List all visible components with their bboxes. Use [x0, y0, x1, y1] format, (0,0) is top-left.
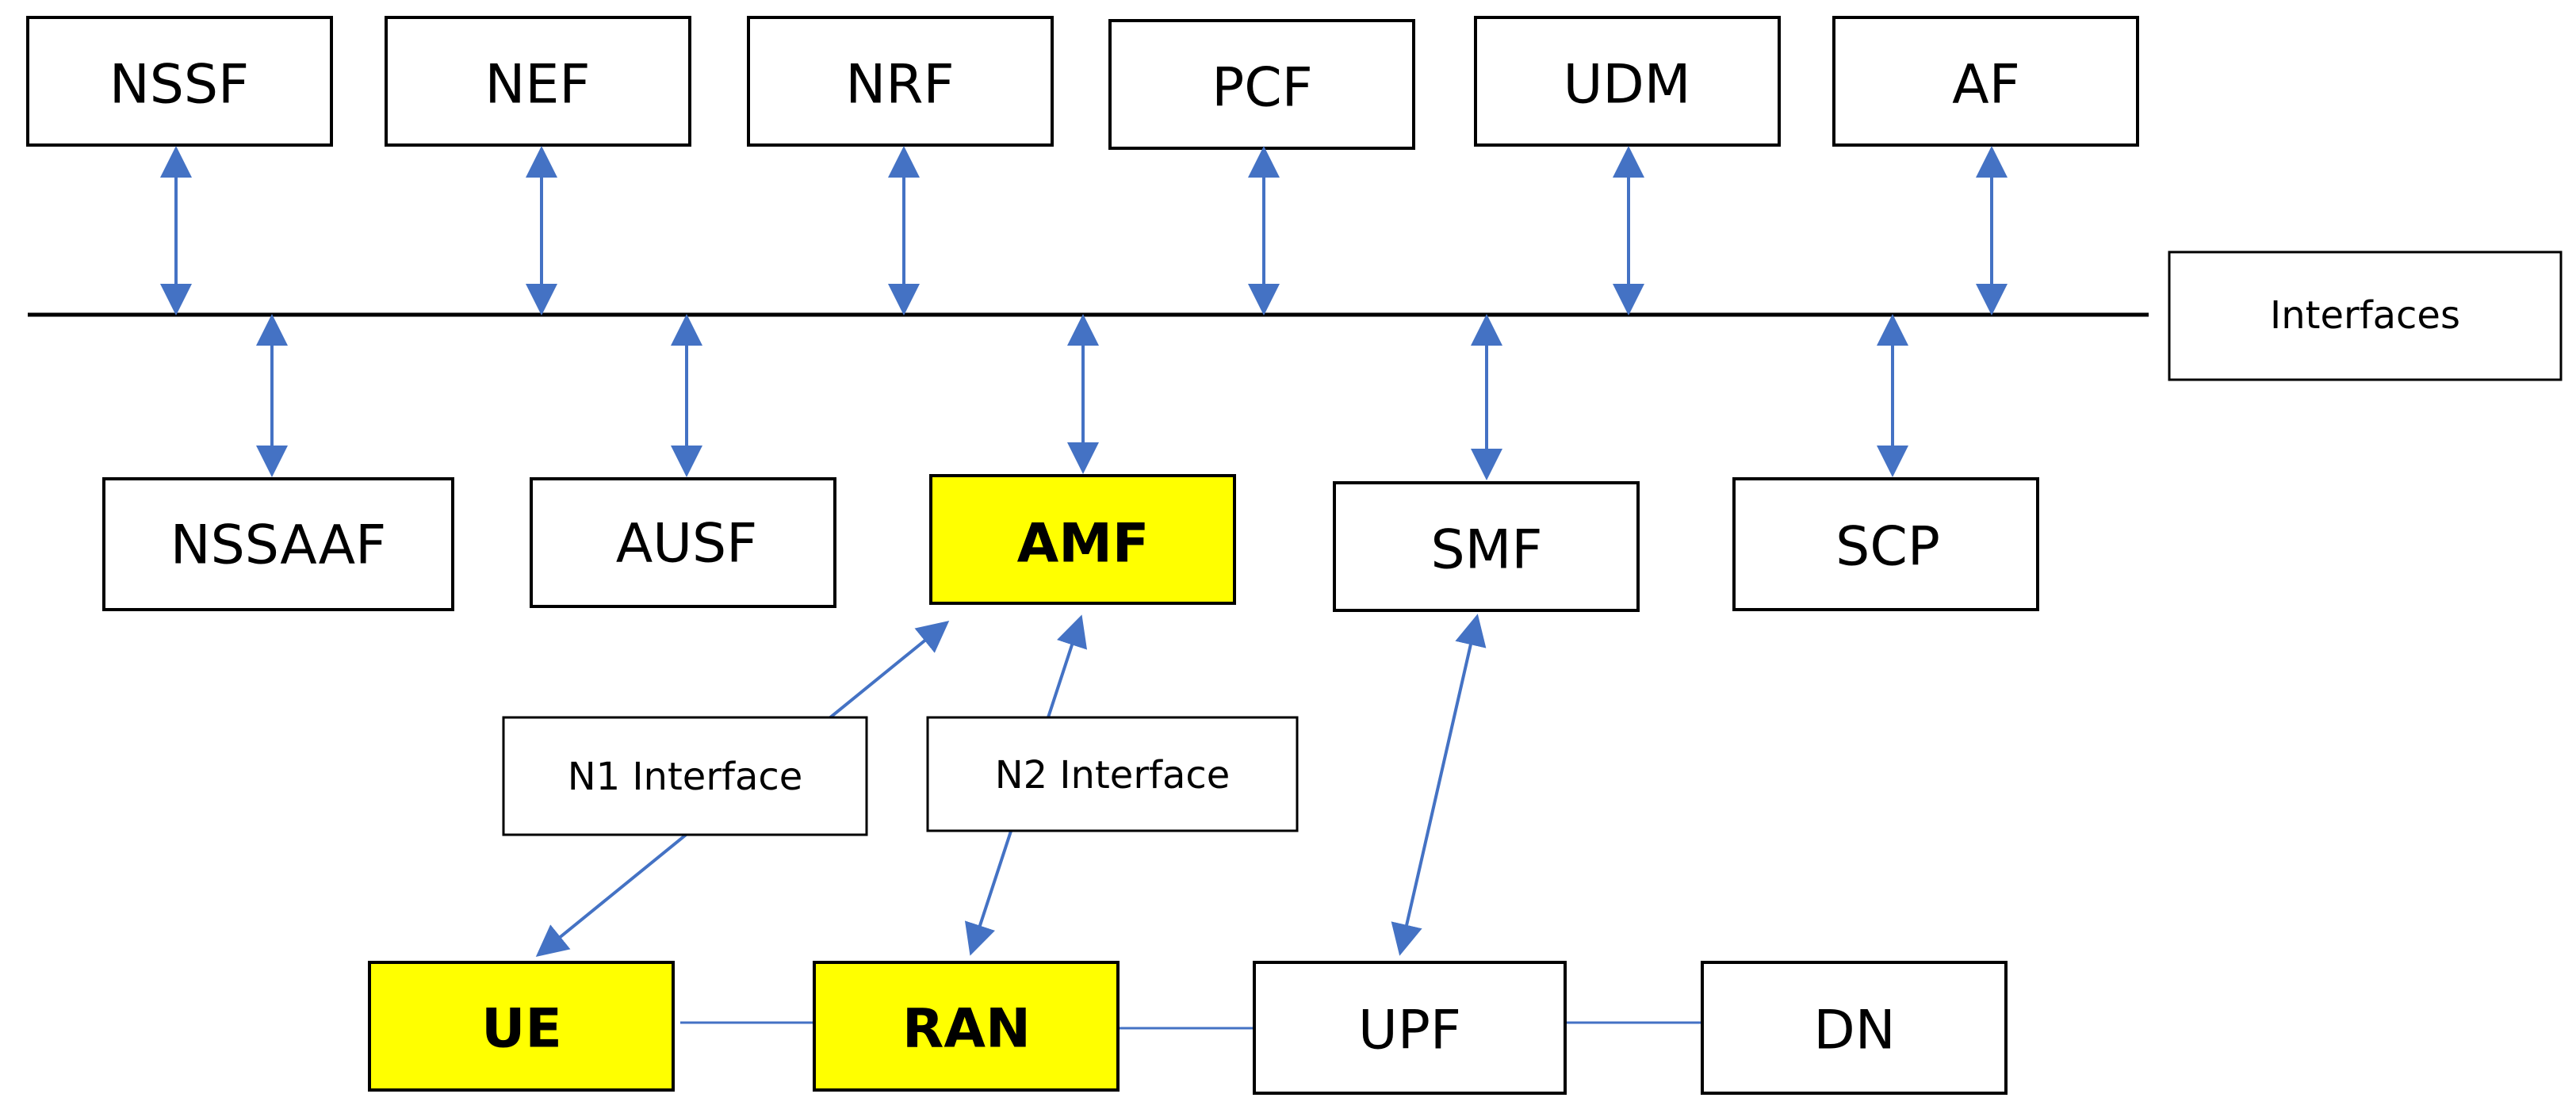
nssaaf-node: NSSAAF — [102, 477, 454, 611]
dn-node: DN — [1701, 961, 2008, 1095]
pcf-node: PCF — [1108, 19, 1415, 150]
scp-node: SCP — [1732, 477, 2039, 611]
nssaaf-label: NSSAAF — [170, 514, 387, 577]
ausf-node: AUSF — [530, 477, 836, 608]
amf-label: AMF — [1017, 513, 1150, 576]
nrf-node: NRF — [747, 16, 1054, 147]
nef-node: NEF — [385, 16, 691, 147]
n1-interface-label: N1 Interface — [502, 716, 868, 836]
ue-node: UE — [368, 961, 675, 1092]
interfaces-label-text: Interfaces — [2270, 293, 2460, 338]
nssf-label: NSSF — [109, 54, 249, 117]
amf-node: AMF — [929, 474, 1236, 605]
nssf-node: NSSF — [26, 16, 333, 147]
pcf-label: PCF — [1211, 57, 1313, 120]
af-node: AF — [1832, 16, 2139, 147]
interfaces-label: Interfaces — [2168, 251, 2563, 381]
af-label: AF — [1952, 54, 2020, 117]
n1-interface-text: N1 Interface — [568, 755, 803, 799]
scp-label: SCP — [1835, 516, 1940, 579]
smf-node: SMF — [1333, 481, 1640, 612]
udm-node: UDM — [1474, 16, 1781, 147]
n2-interface-text: N2 Interface — [995, 753, 1231, 797]
upf-label: UPF — [1358, 1000, 1461, 1062]
ran-node: RAN — [813, 961, 1120, 1092]
ran-label: RAN — [902, 998, 1031, 1061]
smf-upf-arrow — [1391, 614, 1487, 956]
nef-label: NEF — [485, 54, 591, 117]
udm-label: UDM — [1564, 54, 1691, 117]
ue-label: UE — [481, 998, 562, 1061]
nrf-label: NRF — [845, 54, 954, 117]
smf-label: SMF — [1431, 519, 1543, 582]
ausf-label: AUSF — [616, 513, 758, 576]
n2-interface-label: N2 Interface — [926, 716, 1299, 832]
dn-label: DN — [1813, 1000, 1895, 1062]
upf-node: UPF — [1253, 961, 1567, 1095]
